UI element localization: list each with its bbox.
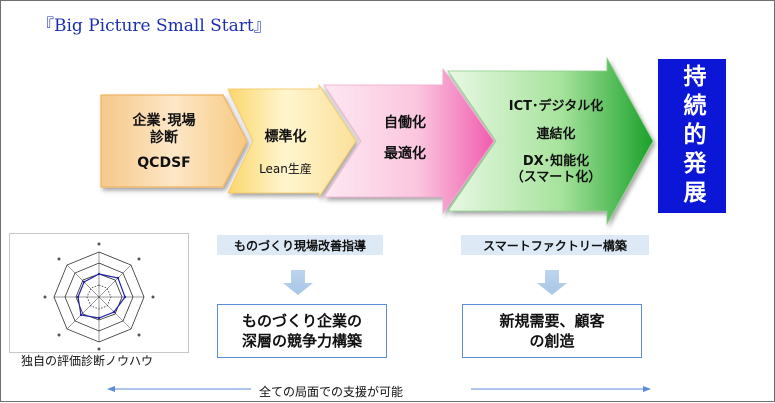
stage-3-line-2: 最適化	[384, 145, 426, 162]
stage-4-line-3: DX･知能化	[522, 154, 590, 170]
stage-1-line-2: 診断	[150, 129, 178, 146]
outcome-box-competitiveness: ものづくり企業の 深層の競争力構築	[217, 304, 387, 358]
outcome-box-new-demand: 新規需要、顧客 の創造	[462, 304, 642, 358]
radar-series-shape	[77, 273, 126, 319]
stage-1-text: 企業･現場 診断 QCDSF	[105, 113, 223, 171]
sustainable-development-box: 持続的発展	[658, 59, 726, 213]
outcome-1-line-2: 深層の競争力構築	[241, 332, 362, 350]
outcome-2-line-1: 新規需要、顧客	[499, 311, 605, 330]
stage-2-text: 標準化 Lean生産	[238, 129, 333, 176]
down-arrow-1	[283, 270, 313, 295]
stage-3-text: 自働化 最適化	[369, 115, 441, 163]
tag-manufacturing-improvement: ものづくり現場改善指導	[217, 235, 383, 255]
support-range-text: 全ての局面での支援が可能	[259, 385, 404, 399]
radar-chart	[43, 242, 155, 351]
tag-smart-factory: スマートファクトリー構築	[461, 235, 649, 255]
slide-title: 『Big Picture Small Start』	[37, 16, 271, 36]
stage-3-line-1: 自働化	[384, 115, 426, 131]
outcome-1-line-1: ものづくり企業の	[241, 311, 362, 330]
stage-2-line-1: 標準化	[264, 129, 307, 145]
stage-2-line-2: Lean生産	[259, 161, 312, 176]
radar-chart-thumbnail	[9, 233, 189, 353]
stage-1-arrow	[100, 94, 248, 188]
stage-2-arrow	[227, 83, 357, 199]
support-range-arrowhead-left	[107, 386, 115, 392]
down-arrow-2	[537, 270, 567, 295]
stage-4-line-1: ICT･デジタル化	[508, 99, 604, 114]
stage-4-arrow	[447, 56, 654, 226]
stage-1-line-3: QCDSF	[137, 154, 191, 171]
outcome-2-line-2: の創造	[529, 332, 575, 350]
radar-chart-caption: 独自の評価診断ノウハウ	[21, 354, 154, 368]
stage-4-text: ICT･デジタル化 連結化 DX･知能化 （スマート化）	[496, 99, 616, 185]
stage-4-line-4: （スマート化）	[510, 169, 602, 185]
stage-3-arrow	[323, 67, 495, 215]
support-range-arrowhead-right	[643, 386, 651, 392]
stage-1-line-1: 企業･現場	[132, 113, 196, 129]
stage-4-line-2: 連結化	[536, 126, 576, 142]
